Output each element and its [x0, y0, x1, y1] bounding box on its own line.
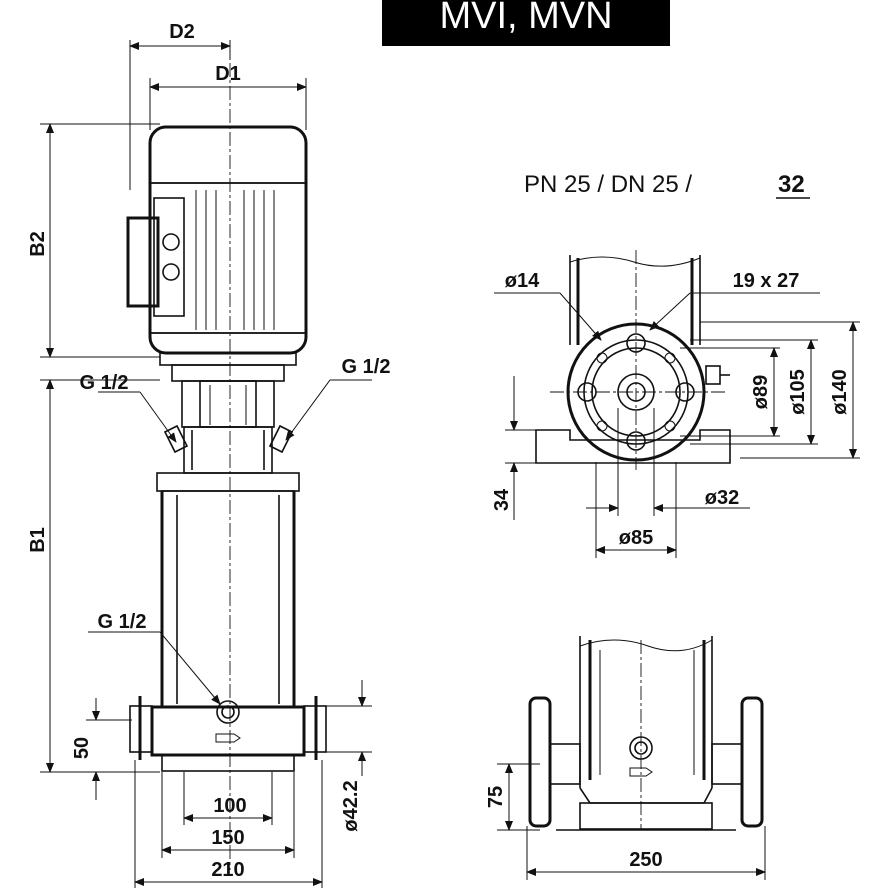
label-g-left-top: G 1/2	[80, 372, 129, 394]
dim-phi89: ø89	[750, 375, 772, 409]
flange-spec-underlined: 32	[778, 171, 805, 198]
dim-b2: B2	[27, 231, 49, 257]
flange-spec-prefix: PN 25 / DN 25 /	[524, 171, 692, 198]
dim-phi85: ø85	[619, 527, 653, 549]
side-view: 75 250	[485, 636, 766, 880]
dim-150: 150	[211, 827, 244, 849]
motor	[126, 125, 308, 382]
dim-phi140: ø140	[829, 369, 851, 415]
lantern	[156, 380, 300, 492]
dim-210: 210	[211, 859, 244, 881]
dim-d1: D1	[215, 63, 241, 85]
dim-phi42-2: ø42.2	[340, 780, 362, 831]
dim-phi32: ø32	[705, 487, 739, 509]
title-badge: MVI, MVN	[382, 0, 670, 46]
title-badge-text: MVI, MVN	[439, 0, 612, 37]
dim-phi14: ø14	[505, 270, 540, 292]
dim-b1: B1	[27, 527, 49, 553]
dim-75: 75	[485, 786, 507, 808]
dim-100: 100	[213, 795, 246, 817]
dim-slot: 19 x 27	[733, 270, 800, 292]
dim-250: 250	[629, 849, 662, 871]
flange-view: PN 25 / DN 25 / 32 ø14	[491, 171, 860, 558]
dim-34: 34	[491, 488, 513, 511]
dim-50: 50	[71, 737, 93, 759]
label-g-bottom: G 1/2	[98, 611, 147, 633]
dim-d2: D2	[169, 21, 195, 43]
label-g-right-top: G 1/2	[342, 356, 391, 378]
front-view: D2 D1 B2 B1	[27, 21, 390, 888]
dim-phi105: ø105	[787, 369, 809, 415]
pump-column	[129, 490, 327, 772]
